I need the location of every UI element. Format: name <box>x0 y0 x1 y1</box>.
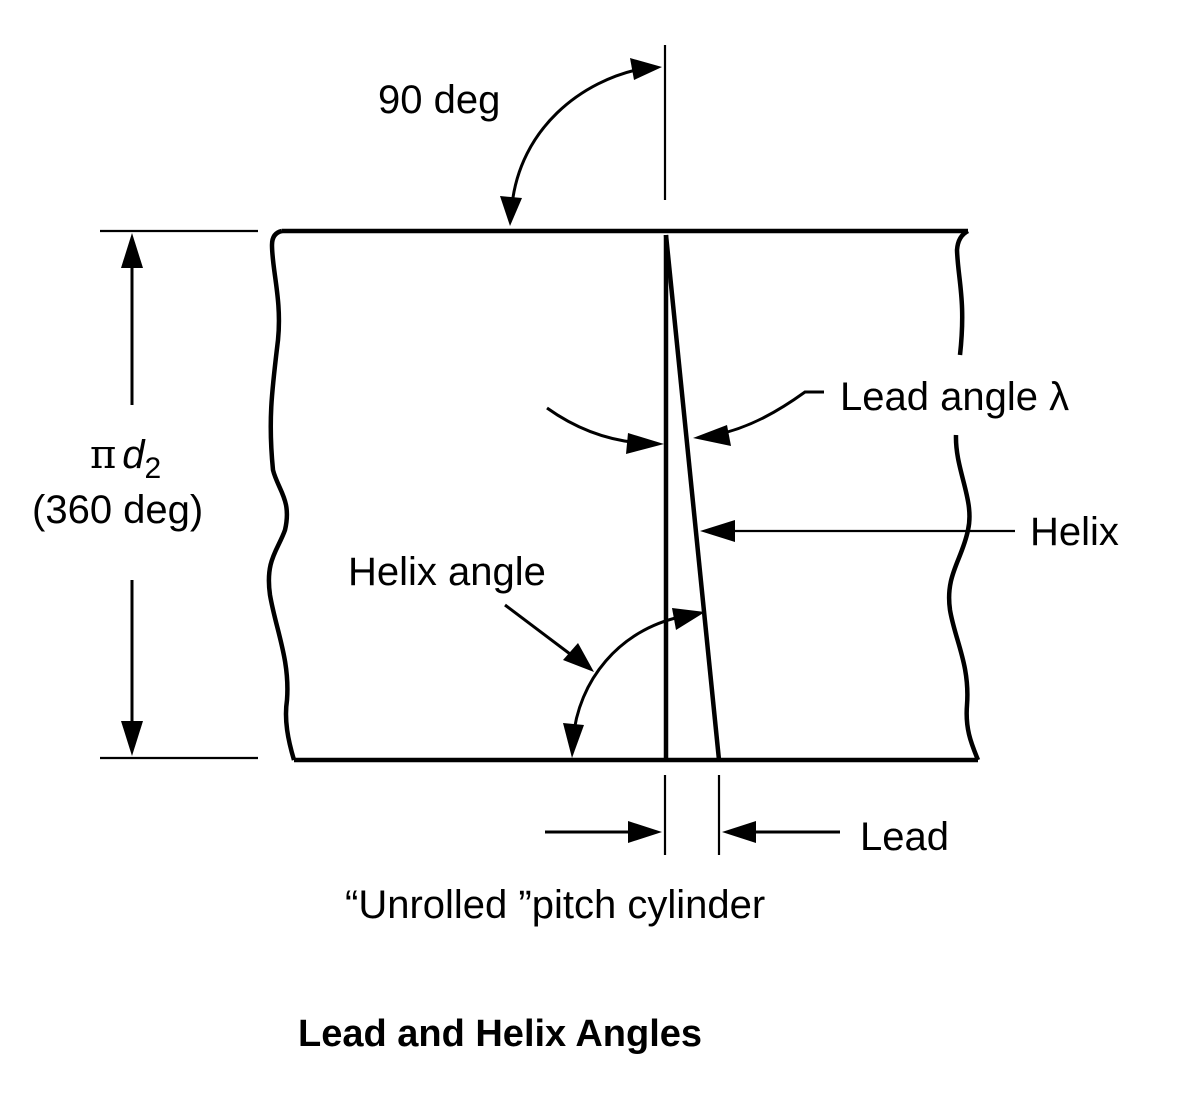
arrowhead <box>672 608 705 630</box>
left-break-edge <box>266 228 297 761</box>
right-break-edge-upper <box>954 228 970 356</box>
arrowhead <box>121 721 143 756</box>
figure-caption: “Unrolled ”pitch cylinder <box>345 883 765 927</box>
arrowhead <box>630 58 662 80</box>
circumference-degrees-label: (360 deg) <box>32 488 203 532</box>
arrowhead <box>500 196 522 226</box>
arrowhead <box>121 233 143 268</box>
lead-angle-arrows <box>546 390 824 454</box>
diameter-variable: d <box>122 433 146 477</box>
helix-angle-arrows <box>504 603 705 758</box>
pi-symbol: π <box>90 432 116 478</box>
arrowhead <box>626 433 664 454</box>
right-angle-label: 90 deg <box>378 78 500 122</box>
helix-line <box>663 234 722 761</box>
arrowhead <box>628 821 662 843</box>
arrowhead <box>693 425 731 446</box>
right-angle-arrow <box>500 58 662 226</box>
diameter-subscript: 2 <box>145 452 162 485</box>
arrowhead <box>700 520 735 542</box>
arrowhead <box>722 821 756 843</box>
helix-angle-label: Helix angle <box>348 550 546 594</box>
helix-label: Helix <box>1030 510 1119 554</box>
arrowhead <box>563 643 594 672</box>
arrowhead <box>563 723 584 758</box>
lead-dimension <box>545 775 840 855</box>
circumference-dimension <box>100 229 258 760</box>
lead-angle-label: Lead angle λ <box>840 375 1069 419</box>
lead-label: Lead <box>860 815 949 859</box>
helix-pointer <box>700 520 1015 542</box>
figure-title: Lead and Helix Angles <box>298 1013 702 1055</box>
right-break-edge-lower <box>946 434 981 761</box>
unrolled-cylinder <box>266 228 981 763</box>
